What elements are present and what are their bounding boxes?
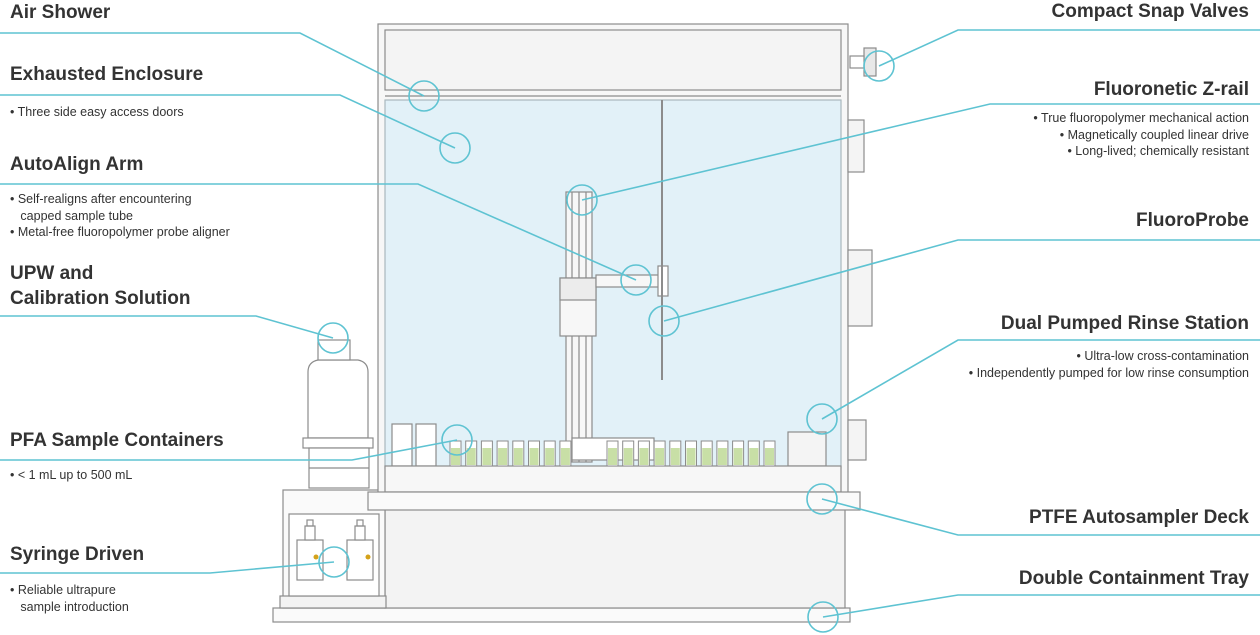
bullet: • Ultra-low cross-contamination [1076,349,1250,363]
callout-title-ptfe-autosampler-deck: PTFE Autosampler Deck [1029,507,1249,528]
sample-liquid [733,448,743,465]
callout-bullets-exhausted-enclosure: • Three side easy access doors [10,104,184,121]
sample-liquid [702,448,712,465]
sample-liquid [765,448,774,465]
callout-title-dual-pumped-rinse-station: Dual Pumped Rinse Station [1000,313,1249,334]
bullet: • True fluoropolymer mechanical action [1033,111,1249,125]
bullet: • Long-lived; chemically resistant [1067,144,1249,158]
leader-compact-snap-valves [878,29,1260,67]
callout-title-autoalign-arm: AutoAlign Arm [10,154,144,175]
leader-air-shower [0,32,425,97]
bullet: • Self-realigns after encountering [10,192,192,206]
callout-bullets-fluoronetic-z-rail: • True fluoropolymer mechanical action •… [1033,110,1249,160]
callout-title-exhausted-enclosure: Exhausted Enclosure [10,64,204,85]
leader-ptfe-autosampler-deck [821,498,1260,536]
callout-bullets-syringe-driven: • Reliable ultrapure sample introduction [10,582,129,615]
sample-liquid [686,448,696,465]
leader-fluoronetic-z-rail [581,103,1260,201]
leader-double-containment-tray [822,594,1260,618]
leader-upw-calibration [0,315,334,339]
callout-title-pfa-sample-containers: PFA Sample Containers [10,430,224,451]
marker-syringe-driven [318,546,350,578]
callout-bullets-dual-pumped-rinse-station: • Ultra-low cross-contamination • Indepe… [969,348,1249,381]
sample-liquid [749,448,759,465]
syringe-indicator-right [365,554,371,560]
marker-pfa-sample-containers [441,424,473,456]
autosampler-deck [384,465,842,493]
sample-liquid [655,448,665,465]
leader-pfa-sample-containers [0,439,458,461]
callout-title-syringe-driven: Syringe Driven [10,544,145,565]
marker-exhausted-enclosure [439,132,471,164]
sample-liquid [466,448,476,465]
double-containment-tray [272,607,851,623]
sample-liquid [608,448,617,465]
marker-dual-pumped-rinse-station [806,403,838,435]
callout-title-fluoroprobe: FluoroProbe [1136,210,1249,231]
sample-liquid [545,448,555,465]
marker-autoalign-arm [620,264,652,296]
sample-liquid [560,448,570,465]
marker-double-containment-tray [807,601,839,633]
bullet: • Metal-free fluoropolymer probe aligner [10,225,230,239]
callout-title-upw-calibration-1: UPW and [10,263,94,284]
leader-syringe-driven [0,561,335,574]
lower-cabinet [384,507,846,609]
sample-liquid [513,448,523,465]
sample-liquid [529,448,539,465]
callout-bullets-pfa-sample-containers: • < 1 mL up to 500 mL [10,467,132,484]
leader-autoalign-arm [0,183,637,281]
bullet: • Reliable ultrapure [10,583,116,597]
air-shower-unit [384,29,842,91]
bullet: • < 1 mL up to 500 mL [10,468,133,482]
callout-bullets-autoalign-arm: • Self-realigns after encountering cappe… [10,191,230,241]
bullet: • Three side easy access doors [10,105,184,119]
marker-fluoronetic-z-rail [566,184,598,216]
leader-exhausted-enclosure [0,94,456,149]
bullet: • Independently pumped for low rinse con… [968,365,1249,380]
bullet: • Magnetically coupled linear drive [1059,127,1249,142]
leader-dual-pumped-rinse-station [821,339,1260,420]
sample-liquid [639,448,649,465]
sample-liquid [498,448,508,465]
callout-title-air-shower: Air Shower [10,2,111,23]
syringe-pump-right [346,539,374,581]
leader-fluoroprobe [663,239,1260,322]
sample-liquid [670,448,680,465]
sample-tubes [449,440,776,467]
sample-liquid [623,448,633,465]
calibration-bottle [307,359,369,439]
marker-fluoroprobe [648,305,680,337]
marker-compact-snap-valves [863,50,895,82]
bullet: sample introduction [10,599,129,614]
callout-title-upw-calibration-2: Calibration Solution [10,288,191,309]
sample-liquid [482,448,492,465]
callout-title-compact-snap-valves: Compact Snap Valves [1051,1,1249,22]
marker-air-shower [408,80,440,112]
sample-liquid [451,448,460,465]
callout-title-double-containment-tray: Double Containment Tray [1018,568,1249,589]
callout-title-fluoronetic-z-rail: Fluoronetic Z-rail [1093,79,1249,100]
rinse-station [787,431,827,467]
bullet: capped sample tube [10,208,133,223]
marker-upw-calibration [317,322,349,354]
marker-ptfe-autosampler-deck [806,483,838,515]
syringe-indicator-left [313,554,319,560]
sample-liquid [717,448,727,465]
